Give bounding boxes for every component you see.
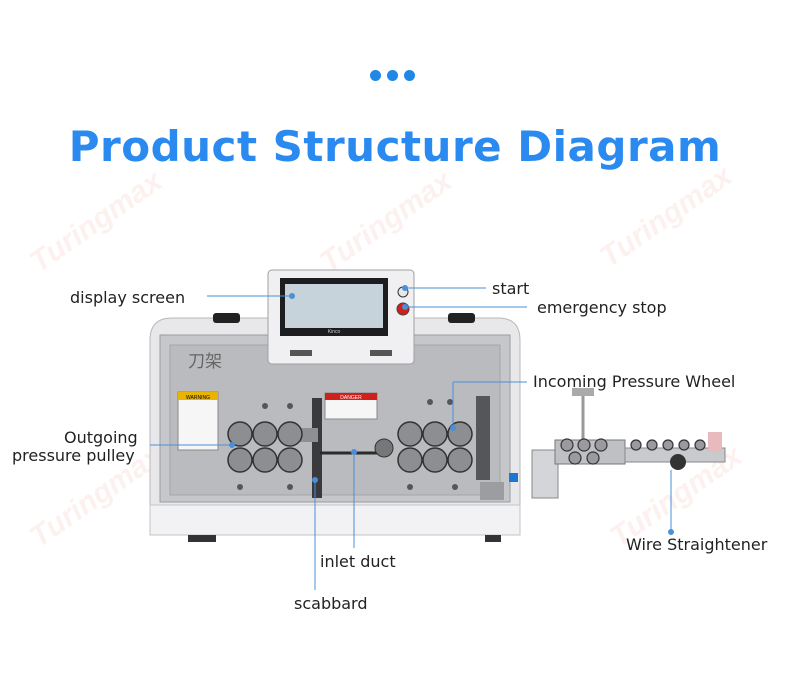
screen-brand: Kinco <box>328 329 341 335</box>
page-title: Product Structure Diagram <box>68 122 722 171</box>
label-display-screen: display screen <box>70 288 186 307</box>
warning-sticker: WARNING <box>186 395 210 401</box>
dot <box>387 70 398 81</box>
dot <box>370 70 381 81</box>
label-incoming-pressure-wheel: Incoming Pressure Wheel <box>533 372 736 391</box>
dot <box>404 70 415 81</box>
label-emergency-stop: emergency stop <box>537 298 667 317</box>
label-inlet-duct: inlet duct <box>320 552 396 571</box>
decorative-dots <box>370 70 415 81</box>
label-outgoing-line1: Outgoing <box>64 428 138 447</box>
chinese-mark: 刀架 <box>188 352 222 372</box>
label-start: start <box>492 279 530 298</box>
danger-sticker: DANGER <box>340 395 362 401</box>
label-scabbard: scabbard <box>294 594 368 613</box>
label-wire-straightener: Wire Straightener <box>626 535 768 554</box>
label-outgoing-line2: pressure pulley <box>12 446 135 465</box>
